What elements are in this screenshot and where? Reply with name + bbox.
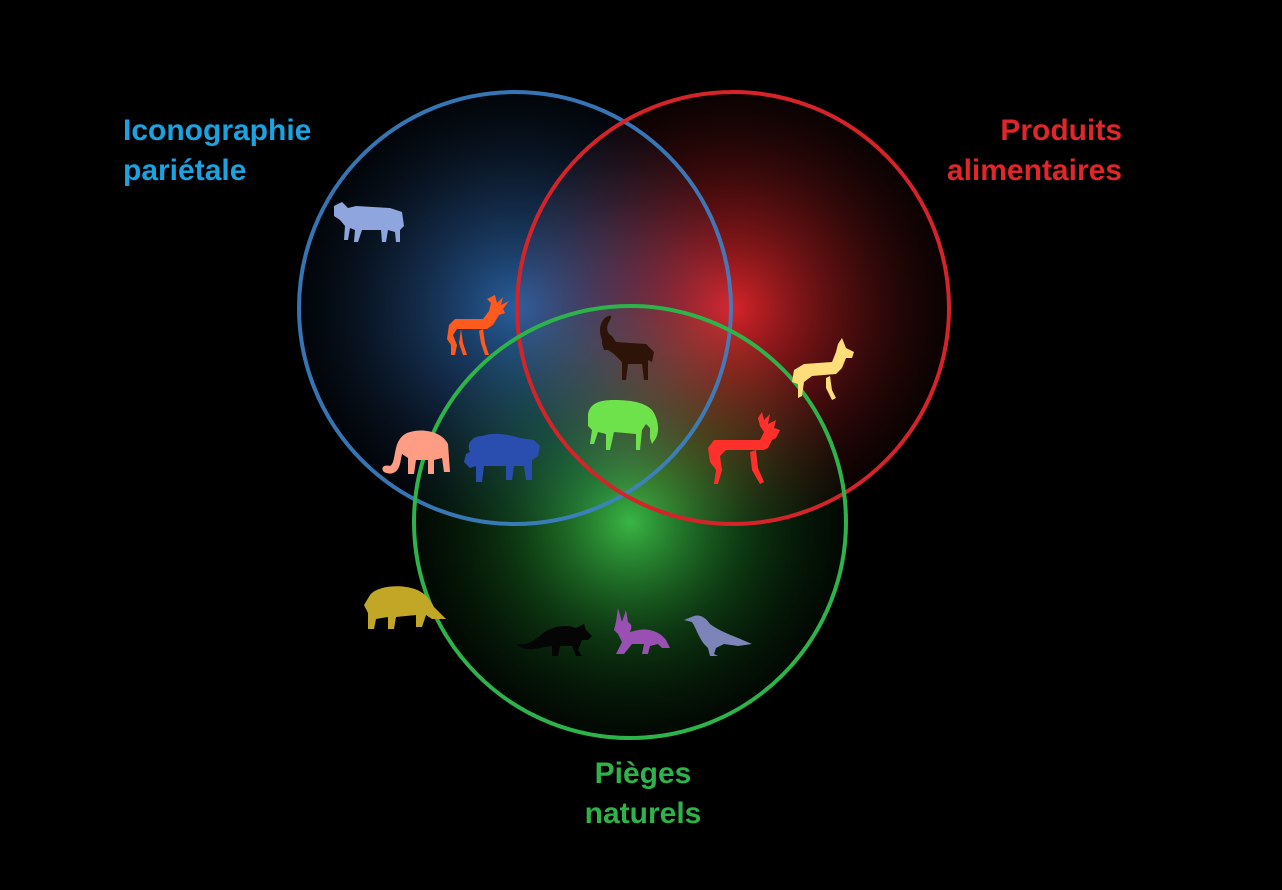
circle-outline-iconographie (297, 90, 733, 526)
raven-icon (684, 615, 752, 656)
label-produits: Produits alimentaires (947, 111, 1122, 191)
woolly-rhinoceros-icon (364, 586, 446, 629)
label-iconographie-line-1: Iconographie (123, 114, 312, 147)
label-pieges: Pièges naturels (543, 754, 743, 834)
horse-icon (588, 400, 659, 450)
label-pieges-line-1: Pièges (594, 757, 692, 790)
aurochs-icon (334, 202, 404, 242)
circle-fill-pieges (414, 306, 846, 738)
label-pieges-line-2: naturels (584, 797, 702, 830)
mammoth-icon (382, 430, 450, 474)
red-deer-icon (447, 295, 509, 355)
label-produits-line-1: Produits (1000, 114, 1122, 147)
label-iconographie-line-2: pariétale (123, 154, 247, 187)
reindeer-icon (708, 412, 780, 484)
label-produits-line-2: alimentaires (946, 154, 1122, 187)
saiga-icon (792, 338, 854, 400)
bison-icon (464, 433, 540, 482)
fox-icon (516, 624, 592, 656)
ibex-icon (600, 315, 654, 380)
circle-outline-pieges (412, 304, 848, 740)
circle-outline-produits (515, 90, 951, 526)
hare-icon (614, 608, 670, 654)
label-iconographie: Iconographie pariétale (123, 111, 311, 191)
circle-outlines (297, 90, 951, 740)
